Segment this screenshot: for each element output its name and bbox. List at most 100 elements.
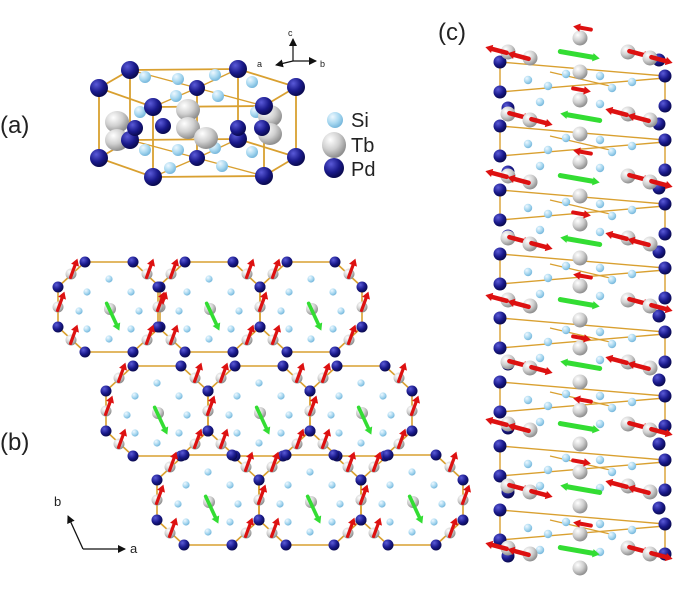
moment-shaft (609, 232, 629, 242)
si-atom (438, 500, 446, 508)
si-atom (139, 71, 151, 83)
si-atom (561, 517, 571, 527)
si-atom (233, 392, 241, 400)
pd-atom (179, 346, 191, 358)
pd-atom (202, 425, 214, 437)
magnetic-moment-arrow (257, 291, 268, 312)
moment-shaft (269, 456, 278, 472)
magnetic-moment-arrow (529, 364, 553, 376)
magnetic-moment-arrow (116, 428, 127, 449)
magnetic-moment-arrow (356, 405, 373, 435)
magnetic-moment-arrow (605, 478, 629, 490)
bond (549, 199, 611, 215)
moment-shaft (294, 433, 303, 449)
pd-atom (152, 281, 164, 293)
pd-atom (493, 247, 507, 261)
moment-head (211, 515, 220, 524)
moment-head (664, 304, 673, 314)
bond (152, 175, 265, 178)
si-atom (246, 146, 258, 158)
moment-head (323, 362, 331, 371)
moment-head (246, 451, 254, 460)
tb-atom (572, 498, 588, 514)
pd-atom (493, 213, 507, 227)
magnetic-moment-arrow (256, 484, 267, 505)
panel-label-c: (c) (438, 19, 466, 46)
si-atom (336, 500, 344, 508)
moment-shaft (270, 263, 279, 279)
tb-atom (572, 64, 588, 80)
tb-atom (176, 117, 200, 139)
moment-head (560, 482, 568, 491)
pd-atom (652, 373, 666, 387)
si-atom (523, 267, 533, 277)
moment-head (583, 210, 591, 219)
si-atom (430, 481, 438, 489)
moment-shaft (609, 108, 629, 118)
pd-atom (328, 539, 340, 551)
si-atom (175, 429, 183, 437)
si-atom (595, 263, 605, 273)
moment-head (362, 291, 370, 300)
pd-atom (382, 539, 394, 551)
moment-head (119, 428, 127, 437)
moment-shaft (294, 367, 303, 383)
si-atom (329, 325, 337, 333)
moment-head (147, 324, 155, 333)
moment-head (374, 517, 382, 526)
tb-atom (194, 127, 218, 149)
pd-atom (100, 425, 112, 437)
moment-shaft (356, 405, 371, 431)
moment-shaft (578, 25, 593, 32)
moment-head (349, 324, 357, 333)
moment-head (170, 451, 178, 460)
magnetic-moment-arrow (557, 173, 600, 186)
moment-head (664, 180, 673, 190)
moment-head (627, 484, 636, 494)
pd-atom (355, 474, 367, 486)
moment-head (450, 451, 458, 460)
moment-shaft (192, 367, 201, 383)
magnetic-moment-arrow (649, 550, 673, 562)
si-atom (543, 529, 553, 539)
moment-head (273, 324, 281, 333)
pd-atom (227, 256, 239, 268)
moment-shaft (489, 418, 509, 428)
magnetic-moment-arrow (104, 301, 121, 331)
moment-shaft (571, 86, 586, 93)
pd-atom (493, 277, 507, 291)
pd-atom (331, 360, 343, 372)
moment-head (412, 395, 420, 404)
moment-shaft (205, 400, 214, 416)
magnetic-moment-arrow (571, 86, 591, 95)
si-atom (535, 225, 545, 235)
pd-atom (328, 449, 340, 461)
magnetic-moment-arrow (557, 421, 600, 434)
moment-head (583, 334, 591, 343)
moment-head (450, 517, 458, 526)
panel-a-axes: c a b (257, 28, 325, 69)
moment-shaft (627, 172, 647, 182)
moment-shaft (631, 486, 651, 496)
si-atom (595, 519, 605, 529)
pd-atom (280, 539, 292, 551)
tb-atom (572, 560, 588, 576)
moment-head (573, 519, 581, 528)
si-atom (535, 353, 545, 363)
pd-atom (658, 517, 672, 531)
tb-atom (572, 154, 588, 170)
magnetic-moment-arrow (320, 362, 331, 383)
moment-head (106, 395, 114, 404)
pd-atom (226, 539, 238, 551)
si-atom (595, 391, 605, 401)
moment-head (485, 416, 494, 426)
moment-shaft (564, 484, 603, 495)
pd-atom (329, 256, 341, 268)
moment-head (560, 358, 568, 367)
moment-shaft (256, 489, 265, 505)
moment-shaft (320, 367, 329, 383)
si-atom (307, 335, 315, 343)
legend-pd-sphere (324, 158, 344, 178)
moment-head (119, 362, 127, 371)
